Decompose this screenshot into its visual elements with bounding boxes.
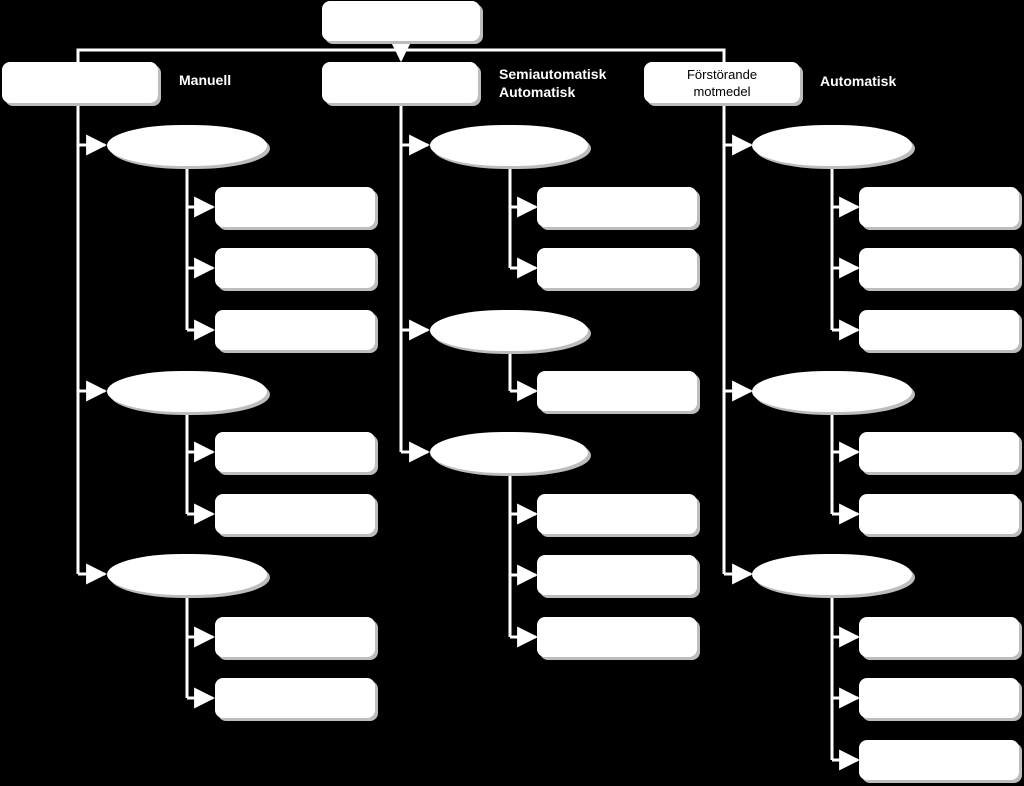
item-node <box>859 187 1019 227</box>
item-node <box>537 371 697 411</box>
item-node <box>859 617 1019 657</box>
group-node-3 <box>107 554 267 595</box>
group-node-5 <box>430 310 588 351</box>
group-node-2 <box>107 371 267 412</box>
item-node <box>537 617 697 657</box>
item-node <box>859 740 1019 780</box>
item-node <box>537 248 697 288</box>
item-node <box>859 494 1019 534</box>
group-node-8 <box>752 371 912 412</box>
item-node <box>215 248 375 288</box>
item-node <box>537 187 697 227</box>
group-node-4 <box>430 125 588 166</box>
item-node <box>215 432 375 472</box>
root-node <box>322 1 480 41</box>
group-node-7 <box>752 125 912 166</box>
item-node <box>215 494 375 534</box>
item-node <box>859 678 1019 718</box>
item-node <box>859 248 1019 288</box>
item-node <box>215 678 375 718</box>
category-mode-1: Manuell <box>179 72 232 88</box>
category-node-1 <box>2 62 158 103</box>
item-node <box>537 555 697 595</box>
item-node <box>537 494 697 534</box>
group-node-6 <box>430 432 588 473</box>
item-node <box>859 432 1019 472</box>
item-node <box>859 310 1019 350</box>
category-node-2 <box>322 62 478 103</box>
group-node-1 <box>107 125 267 166</box>
group-node-9 <box>752 554 912 595</box>
category-mode-3: Automatisk <box>820 73 897 89</box>
item-node <box>215 617 375 657</box>
item-node <box>215 310 375 350</box>
category-mode-2: Semiautomatisk Automatisk <box>499 66 607 100</box>
item-node <box>215 187 375 227</box>
category-node-3: Förstörande motmedel <box>644 62 800 103</box>
